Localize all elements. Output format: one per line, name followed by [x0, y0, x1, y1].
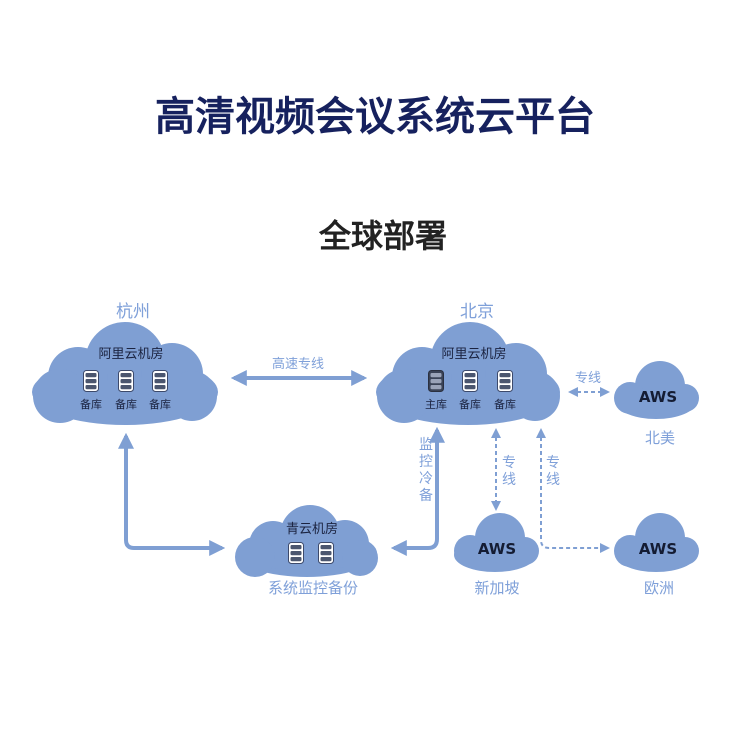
- db-label: 主库: [425, 398, 447, 411]
- cloud-title-beijing: 阿里云机房: [441, 346, 506, 362]
- link-bj-eu-char: 专: [546, 455, 560, 471]
- primary-database-icon: [428, 370, 444, 392]
- region-label-singapore: 新加坡: [474, 579, 519, 597]
- node-aws-sg: AWS 新加坡: [454, 513, 539, 597]
- database-icon: [462, 370, 478, 392]
- node-beijing: 北京 阿里云机房 主库 备库 备库: [376, 302, 560, 425]
- link-qy-bj-arrow: [390, 426, 445, 556]
- db-label: 备库: [115, 397, 137, 411]
- db-label: 备库: [80, 397, 102, 411]
- caption-qingyun: 系统监控备份: [268, 579, 358, 597]
- link-qy-bj-char: 监: [419, 437, 433, 453]
- link-bj-sg-char: 线: [502, 472, 516, 488]
- link-hz-bj-label: 高速专线: [272, 356, 324, 372]
- database-icon: [83, 370, 99, 392]
- node-qingyun: 青云机房 系统监控备份: [235, 505, 378, 597]
- link-bj-eu-char: 线: [546, 472, 560, 488]
- region-label-europe: 欧洲: [644, 579, 674, 597]
- cloud-qingyun: [235, 505, 378, 577]
- node-hangzhou: 杭州 阿里云机房 备库 备库 备库: [32, 302, 218, 425]
- region-label-beijing: 北京: [460, 302, 494, 322]
- cloud-aws-sg: [454, 513, 539, 572]
- page-subtitle: 全球部署: [318, 217, 447, 255]
- db-label: 备库: [459, 397, 481, 411]
- cloud-aws-na: [614, 361, 699, 419]
- database-icon: [288, 542, 304, 564]
- cloud-title-qingyun: 青云机房: [286, 521, 338, 537]
- database-icon: [152, 370, 168, 392]
- node-aws-eu: AWS 欧洲: [614, 513, 699, 597]
- link-hz-qy-arrow: [118, 432, 226, 556]
- link-qy-bj-char: 备: [419, 487, 433, 504]
- db-label: 备库: [494, 397, 516, 411]
- cloud-aws-eu: [614, 513, 699, 572]
- aws-label-sg: AWS: [478, 540, 516, 558]
- database-icon: [497, 370, 513, 392]
- link-qy-bj-char: 控: [419, 454, 433, 470]
- link-qy-bj-label: 监 控 冷 备: [419, 437, 433, 504]
- database-icon: [318, 542, 334, 564]
- cloud-hangzhou: [32, 322, 218, 425]
- link-bj-sg-char: 专: [502, 455, 516, 471]
- cloud-title-hangzhou: 阿里云机房: [98, 346, 163, 362]
- db-label: 备库: [149, 397, 171, 411]
- node-aws-na: AWS 北美: [614, 361, 699, 447]
- region-label-hangzhou: 杭州: [116, 302, 150, 322]
- link-bj-na-label: 专线: [575, 371, 601, 386]
- link-qy-bj-char: 冷: [419, 471, 433, 487]
- aws-label-eu: AWS: [639, 540, 677, 558]
- cloud-beijing: [376, 322, 560, 425]
- database-icon: [118, 370, 134, 392]
- page-title: 高清视频会议系统云平台: [155, 94, 595, 140]
- aws-label-na: AWS: [639, 388, 677, 406]
- link-bj-eu-arrow: [536, 428, 610, 553]
- region-label-north-america: 北美: [645, 429, 675, 447]
